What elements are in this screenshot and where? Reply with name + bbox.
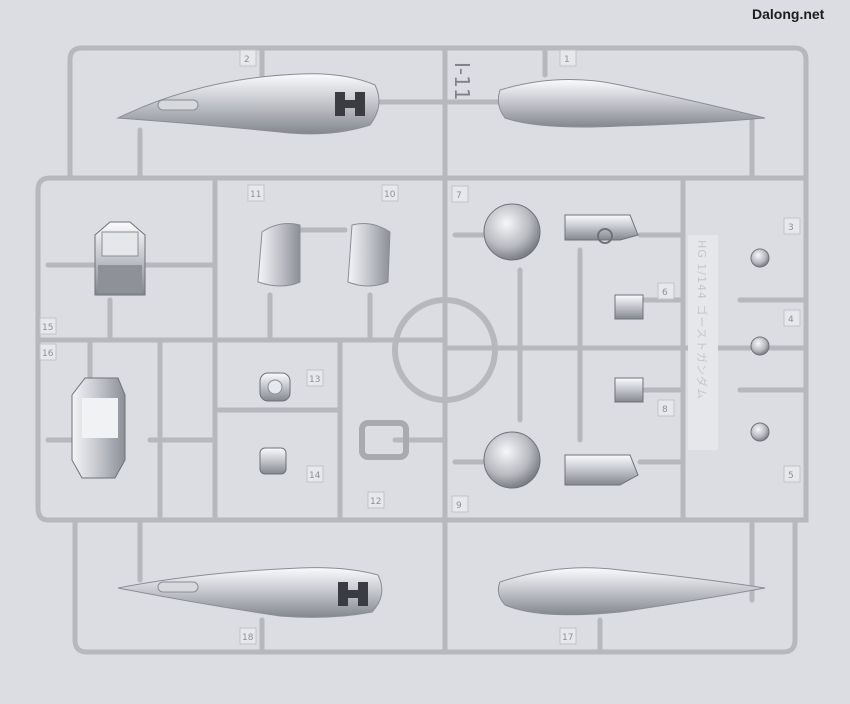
ring-part-12 [359,420,409,460]
embossed-plate [688,235,718,450]
sprue-ring [392,297,498,403]
svg-text:12: 12 [370,497,381,507]
runner-id: I-11 [450,62,474,101]
svg-text:6: 6 [662,288,668,298]
svg-text:1: 1 [564,55,570,65]
svg-text:4: 4 [788,315,794,325]
svg-text:5: 5 [788,471,794,481]
small-block-lower [614,377,644,403]
watermark: Dalong.net [752,6,825,22]
svg-text:14: 14 [309,471,321,481]
wing-blade-bottom-left [117,567,383,618]
svg-text:11: 11 [250,190,261,200]
svg-text:2: 2 [244,55,250,65]
svg-text:8: 8 [662,405,668,415]
ball-joint-lower [483,431,639,489]
ball-joint-upper [483,203,639,261]
shoulder-pad-left [257,223,301,287]
shoulder-pad-right [347,223,391,287]
embossed-plate-text: HG 1/144 ゴーストガンダム [695,240,709,400]
svg-text:17: 17 [562,633,573,643]
svg-text:18: 18 [242,633,254,643]
wing-blade-bottom-right [497,567,766,616]
hex-plate-part [71,377,126,479]
joint-part-14 [259,447,287,475]
svg-text:15: 15 [42,323,53,333]
part-number-labels: 1 2 3 4 5 6 8 7 9 10 11 12 13 14 15 16 1… [42,55,794,643]
small-hand-parts [750,248,770,442]
svg-text:3: 3 [788,223,794,233]
svg-text:13: 13 [309,375,320,385]
block-part [94,221,146,296]
wing-blade-top-left [116,73,380,135]
svg-text:16: 16 [42,349,54,359]
sprue-frame [35,45,809,655]
svg-text:10: 10 [384,190,396,200]
svg-text:9: 9 [456,501,462,511]
small-block-upper [614,294,644,320]
svg-text:7: 7 [456,191,462,201]
part-number-tags [39,49,801,645]
wing-blade-top-right [497,79,766,128]
